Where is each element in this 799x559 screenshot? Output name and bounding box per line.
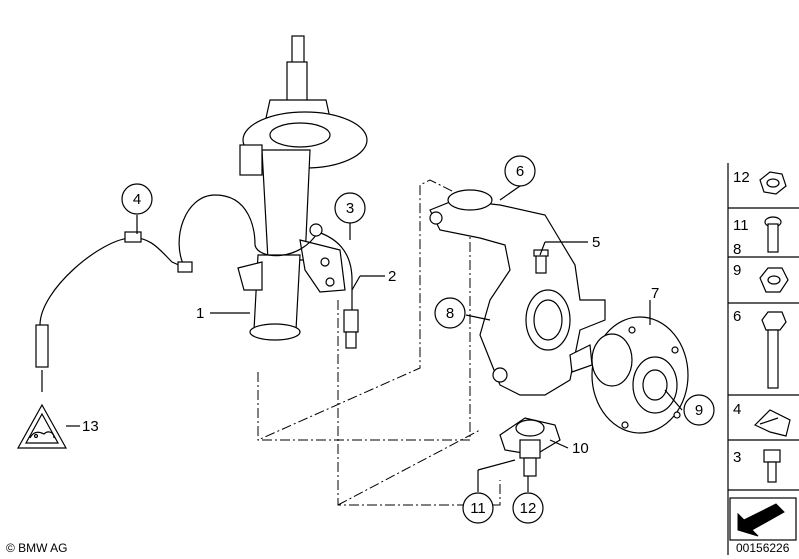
callout-11[interactable]: 11	[462, 492, 494, 524]
svg-text:9: 9	[733, 262, 741, 279]
strut-shock-absorber[interactable]	[237, 35, 368, 341]
abs-sensor-cable[interactable]	[35, 194, 319, 368]
callout-3[interactable]: 3	[334, 192, 366, 224]
sidebar-item-9[interactable]: 9	[733, 262, 789, 293]
svg-text:6: 6	[733, 308, 741, 325]
warning-triangle-icon[interactable]	[16, 403, 68, 449]
svg-text:9: 9	[695, 402, 703, 419]
assembly-dashed-lines	[257, 179, 501, 506]
svg-text:3: 3	[346, 200, 354, 217]
svg-text:11: 11	[470, 500, 486, 517]
callout-8[interactable]: 8	[434, 297, 466, 329]
fastener-sidebar	[727, 163, 799, 555]
wheel-hub[interactable]	[591, 316, 689, 434]
svg-text:12: 12	[520, 500, 537, 517]
svg-text:3: 3	[733, 449, 741, 466]
svg-text:11: 11	[733, 217, 749, 234]
guide-joint[interactable]	[499, 417, 561, 477]
sidebar-item-6[interactable]: 6	[733, 308, 787, 389]
callout-9[interactable]: 9	[683, 394, 715, 426]
callout-1[interactable]: 1	[196, 305, 204, 322]
callout-10[interactable]: 10	[572, 440, 589, 457]
sidebar-item-11[interactable]: 11 8	[733, 216, 782, 258]
svg-text:8: 8	[733, 241, 741, 258]
callout-12[interactable]: 12	[512, 492, 544, 524]
sidebar-item-12[interactable]: 12	[733, 169, 787, 195]
svg-text:6: 6	[516, 163, 524, 180]
callout-4[interactable]: 4	[121, 183, 153, 215]
callout-6[interactable]: 6	[504, 155, 536, 187]
svg-text:4: 4	[733, 401, 741, 418]
sidebar-item-3[interactable]: 3	[733, 449, 781, 483]
callout-2[interactable]: 2	[388, 268, 396, 285]
callout-13[interactable]: 13	[82, 418, 99, 435]
sidebar-item-4[interactable]: 4	[733, 401, 791, 437]
leader-lines	[41, 185, 683, 492]
wheel-speed-sensor[interactable]	[309, 223, 359, 349]
next-page-arrow-icon[interactable]	[729, 497, 797, 541]
callout-5[interactable]: 5	[592, 234, 600, 251]
svg-text:4: 4	[133, 191, 141, 208]
steering-knuckle[interactable]	[429, 189, 606, 396]
svg-text:12: 12	[733, 169, 750, 186]
svg-text:8: 8	[446, 305, 454, 322]
diagram-number: 00156226	[736, 541, 790, 555]
copyright-text: © BMW AG	[6, 541, 68, 555]
callout-7[interactable]: 7	[651, 285, 659, 302]
